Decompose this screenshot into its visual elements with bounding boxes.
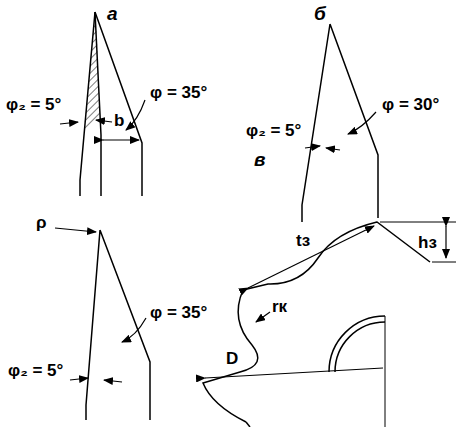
dimension-label: tз [296,232,310,249]
angle-label: φ = 30° [382,96,439,113]
angle-label: φ₂ = 5° [6,96,61,113]
angle-label: φ = 35° [150,304,207,321]
radius-label: rк [272,298,287,315]
angle-label: φ = 35° [150,84,207,101]
figure-letter: б [314,4,326,23]
dimension-label: hз [418,234,437,251]
angle-label: φ₂ = 5° [8,362,63,379]
dimension-label: b [114,112,124,129]
radius-label: ρ [36,214,47,231]
angle-label: φ₂ = 5° [246,122,301,139]
figure-letter: в [254,150,265,169]
figure-letter: а [107,4,118,23]
dimension-label: D [226,350,238,367]
